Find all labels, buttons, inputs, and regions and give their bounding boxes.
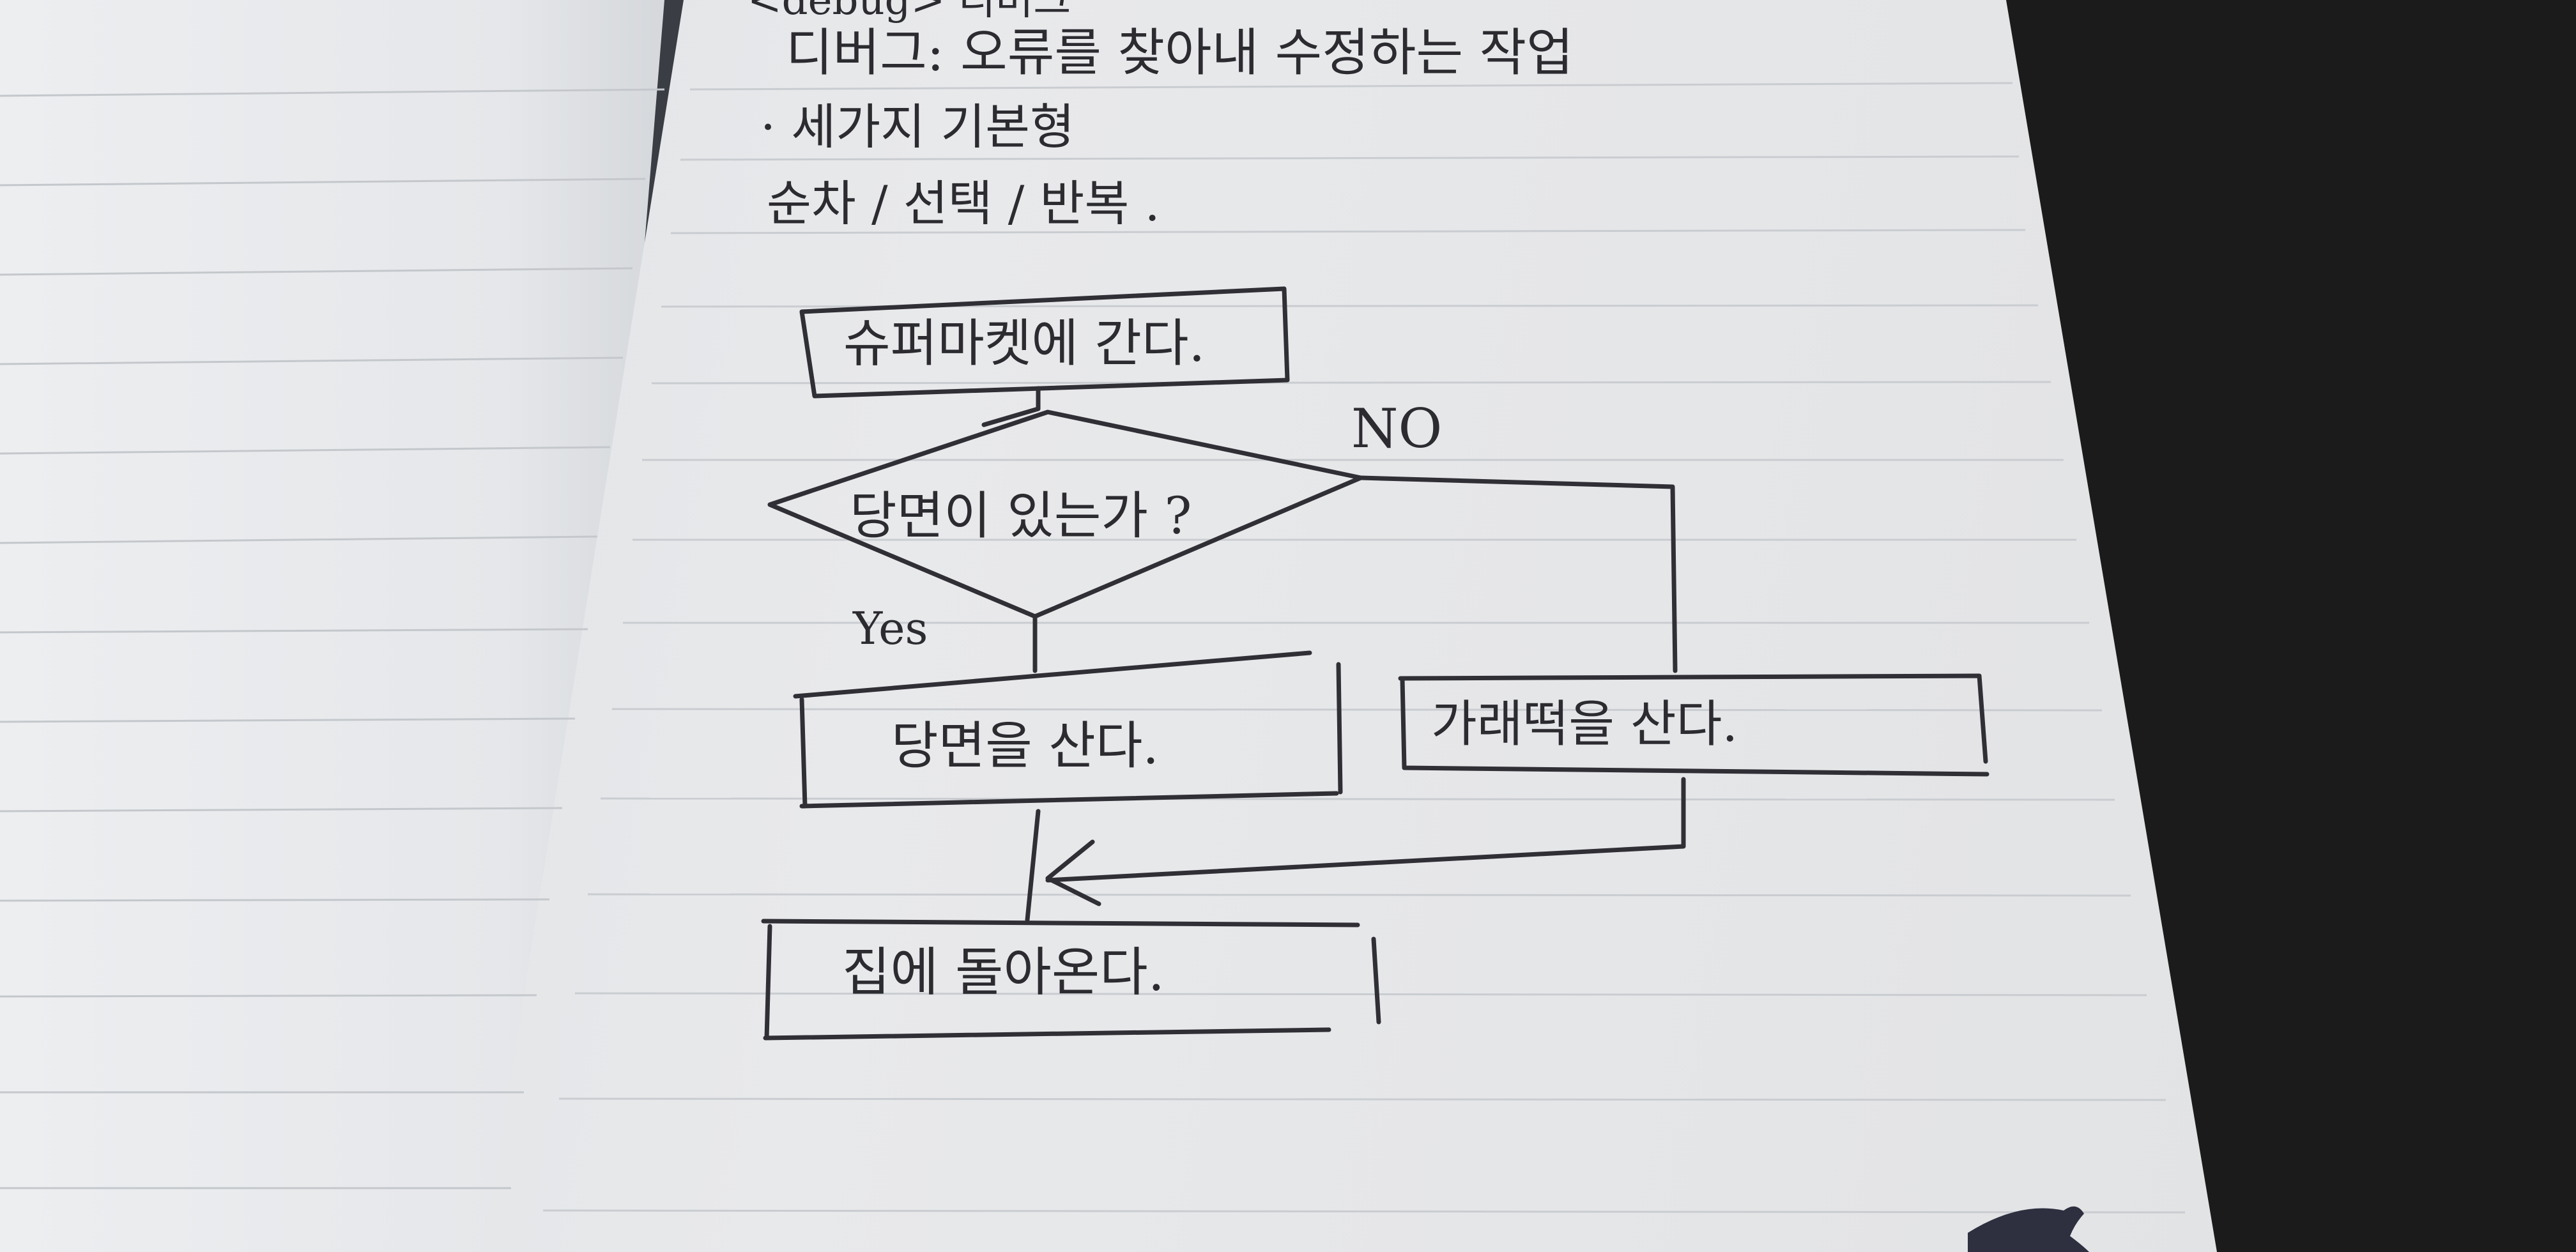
- merge-arrowhead: [1045, 839, 1101, 906]
- decision-text: 당면이 있는가 ?: [850, 486, 1192, 546]
- no-action-text: 가래떡을 산다.: [1431, 696, 1738, 753]
- bookmark-ornament: [1968, 1206, 2089, 1252]
- flowchart: 슈퍼마켓에 간다. 당면이 있는가 ? NO Yes 당면을 산다. 가래떡을 …: [761, 286, 1989, 1041]
- yes-branch-label: Yes: [852, 602, 928, 655]
- right-page-ruled-lines: [542, 82, 2186, 1214]
- note-debug-definition: 디버그: 오류를 찾아내 수정하는 작업: [786, 23, 1574, 82]
- end-box-text: 집에 돌아온다.: [842, 942, 1165, 1003]
- end-process-box: [761, 919, 1381, 1041]
- start-box-text: 슈퍼마켓에 간다.: [843, 314, 1205, 373]
- yes-action-text: 당면을 산다.: [891, 716, 1159, 775]
- note-top-partial: <debug> 디버그: [747, 0, 1071, 24]
- note-structure-types: 순차 / 선택 / 반복 .: [767, 175, 1160, 232]
- start-process-box: [799, 286, 1290, 399]
- no-branch-line: [1358, 475, 1678, 673]
- connector-to-end: [1025, 809, 1041, 922]
- yes-action-box: [793, 650, 1343, 809]
- merge-connector: [1045, 777, 1686, 883]
- connector-start-to-decision: [981, 386, 1041, 427]
- right-notebook-page: [482, 0, 2217, 1252]
- note-basic-structures-title: · 세가지 기본형: [760, 98, 1075, 155]
- no-action-box: [1398, 673, 1989, 777]
- left-page-ruled-lines: [0, 88, 665, 1189]
- no-branch-label: NO: [1351, 397, 1442, 460]
